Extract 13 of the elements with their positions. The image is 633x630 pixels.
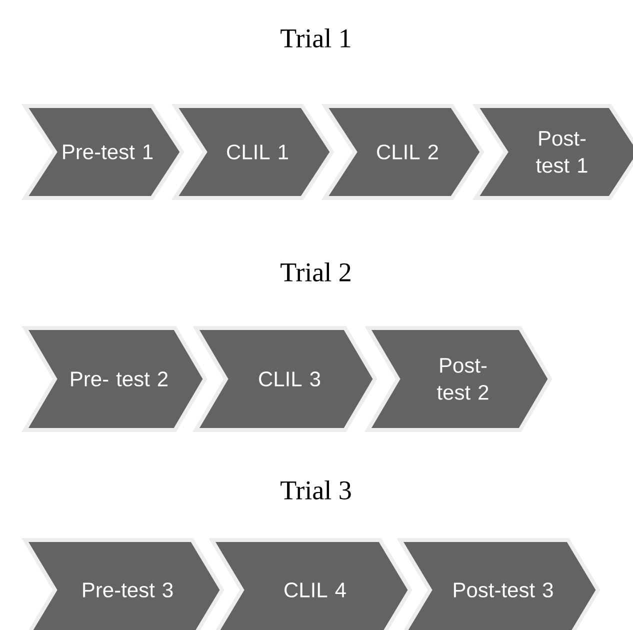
process-step: Pre-test 1	[21, 104, 184, 200]
trial-heading: Trial 1	[280, 28, 350, 48]
process-step: Post- test 2	[364, 326, 552, 432]
process-step: CLIL 2	[321, 104, 484, 200]
process-step: Post- test 1	[472, 104, 633, 200]
process-step: Post-test 3	[396, 538, 600, 630]
process-step: CLIL 1	[171, 104, 334, 200]
process-step: Pre-test 3	[21, 538, 224, 630]
trial-heading: Trial 2	[280, 262, 350, 282]
process-step: Pre- test 2	[22, 326, 208, 432]
process-step: CLIL 4	[208, 538, 412, 630]
trial-heading: Trial 3	[280, 480, 351, 500]
process-step: CLIL 3	[192, 326, 378, 432]
